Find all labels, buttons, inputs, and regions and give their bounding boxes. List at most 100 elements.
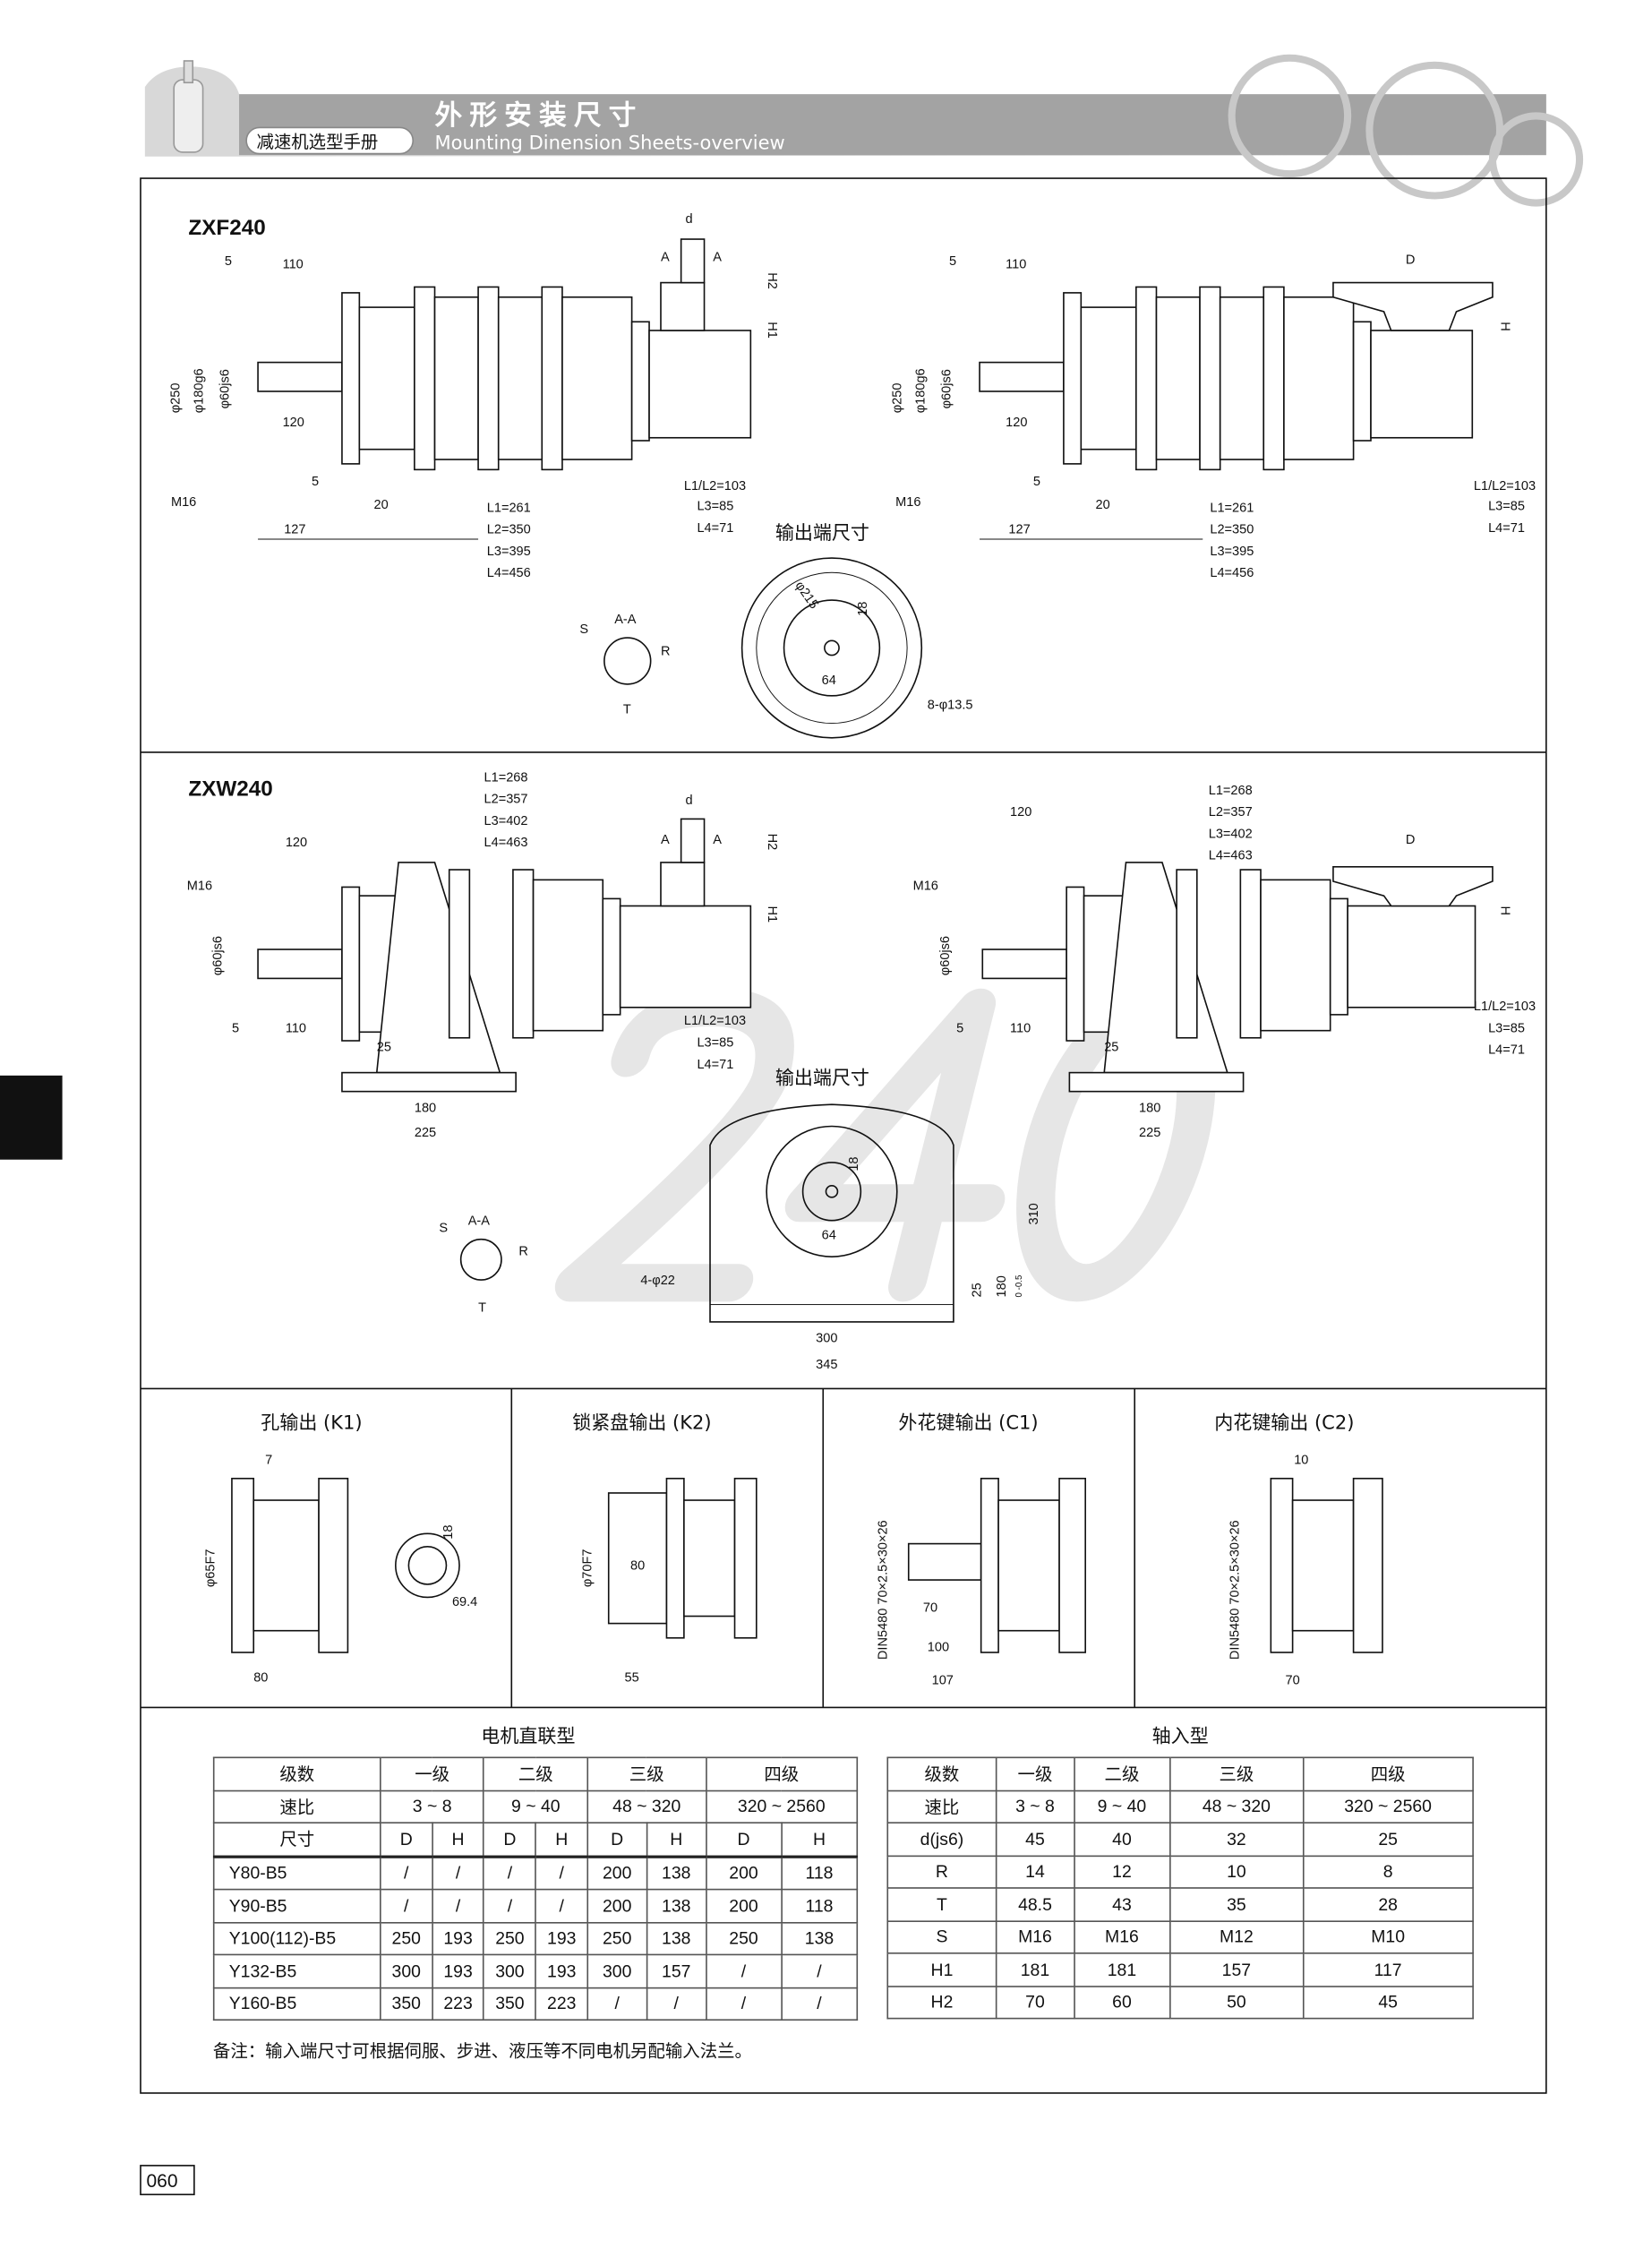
table-cell: 250 [705,1921,783,1956]
dimension-label: φ215 [792,579,820,612]
dimension-label: φ60js6 [218,369,233,408]
table-cell: 14 [995,1854,1075,1889]
dimension-label: H2 [765,834,779,851]
dimension-label: 110 [1006,257,1026,271]
dimension-label: 180 [415,1101,436,1115]
table-cell: 250 [483,1921,537,1956]
table-cell: 350 [483,1987,537,2021]
dimension-label: L1=268 [1209,784,1253,798]
dimension-label: 外花键输出 (C1) [898,1412,1038,1434]
table-cell: D [705,1822,783,1858]
dimension-label: L1=261 [1210,501,1254,515]
table-cell: 157 [646,1953,707,1988]
dimension-label: 80 [630,1559,645,1574]
dimension-label: 120 [283,416,304,430]
dimension-label: 10 [1294,1454,1308,1468]
dimension-label: 70 [1286,1674,1300,1688]
dimension-label: φ65F7 [204,1549,218,1588]
table-cell: 9 ~ 40 [1073,1789,1171,1824]
dimension-label: DIN5480 70×2.5×30×26 [1228,1520,1243,1660]
zxf-drawing-left [257,238,752,471]
dimension-label: 5 [312,475,319,489]
dimension-label: L1=261 [487,501,531,515]
table-cell: 48 ~ 320 [586,1789,707,1824]
page-number-box [140,2165,195,2196]
dimension-label: A [713,833,722,847]
dimension-label: φ250 [169,383,184,414]
table-cell: 10 [1168,1854,1304,1889]
header-banner [239,94,1546,156]
dimension-label: M16 [171,495,196,510]
dimension-label: 100 [928,1640,949,1654]
dimension-label: M16 [187,880,212,894]
zxw-output-housing: 18 64 310 180 0 -0.5 25 4-φ22 300 345 [640,1103,1041,1372]
table-cell: 35 [1168,1887,1304,1922]
dimension-label: S [579,622,588,637]
dimension-label: D [1406,833,1416,847]
dimension-label: M16 [913,880,938,894]
dimension-label: T [623,702,631,717]
page-header: 减速机选型手册 外形安装尺寸 Mounting Dinension Sheets… [144,54,1584,207]
dimension-label: L3=85 [1488,500,1525,514]
dimension-label: L3=395 [1210,545,1254,559]
dimension-label: 120 [1006,416,1027,430]
table-cell: 级数 [212,1756,381,1791]
table-cell: D [380,1822,433,1858]
table-cell: T [886,1887,997,1922]
dimension-label: L4=463 [1209,849,1253,863]
zxf-dimensions-right: 5 110 D H φ250 φ180g6 φ60js6 120 5 M16 2… [891,253,1536,581]
dimension-label: 127 [1008,523,1030,537]
manual-name-pill [245,126,415,155]
dimension-label: A-A [468,1214,491,1229]
zxf-output-title: 输出端尺寸 [775,521,869,544]
table-cell: 138 [646,1921,707,1956]
table-cell: Y90-B5 [212,1888,381,1923]
dimension-label: 120 [286,836,307,850]
dimension-label: 110 [283,257,304,271]
dimension-label: 7 [265,1454,272,1468]
dimension-label: d [686,212,693,227]
dimension-label: 5 [949,254,956,269]
variant-k2: 锁紧盘输出 (K2) φ70F7 80 55 [572,1412,758,1685]
table-cell: M16 [995,1919,1075,1954]
dimension-label: L4=456 [487,566,531,580]
zxf-output-flange: φ215 18 64 8-φ13.5 [740,557,972,739]
table-cell: d(js6) [886,1822,997,1857]
table-cell: 40 [1073,1822,1171,1857]
dimension-label: A [713,250,722,264]
dimension-label: φ60js6 [938,936,953,975]
dimension-label: M16 [895,495,920,510]
table-cell: / [483,1888,537,1923]
table-cell: 223 [431,1987,485,2021]
dimension-label: 4-φ22 [640,1274,675,1288]
table-cell: 300 [380,1953,433,1988]
dimension-label: 310 [1027,1203,1041,1224]
table-cell: 48.5 [995,1887,1075,1922]
table-cell: 193 [431,1953,485,1988]
table-cell: R [886,1854,997,1889]
table-cell: S [886,1919,997,1954]
table-cell: H1 [886,1952,997,1987]
table-cell: 60 [1073,1985,1171,2020]
table-cell: 118 [780,1854,859,1891]
dimension-label: 64 [822,674,836,688]
dimension-label: 25 [971,1283,985,1297]
table-cell: 四级 [705,1756,859,1791]
dimension-label: 锁紧盘输出 (K2) [572,1412,711,1434]
dimension-label: 180 [995,1275,1009,1297]
dimension-label: 107 [932,1674,954,1688]
dimension-label: 25 [377,1040,391,1054]
model-watermark-graphic [554,988,1216,1302]
table-cell: 320 ~ 2560 [705,1789,859,1824]
dimension-label: 300 [816,1332,837,1346]
table-cell: 250 [586,1921,648,1956]
dimension-label: H [1498,322,1512,331]
dimension-label: 110 [1010,1021,1031,1035]
